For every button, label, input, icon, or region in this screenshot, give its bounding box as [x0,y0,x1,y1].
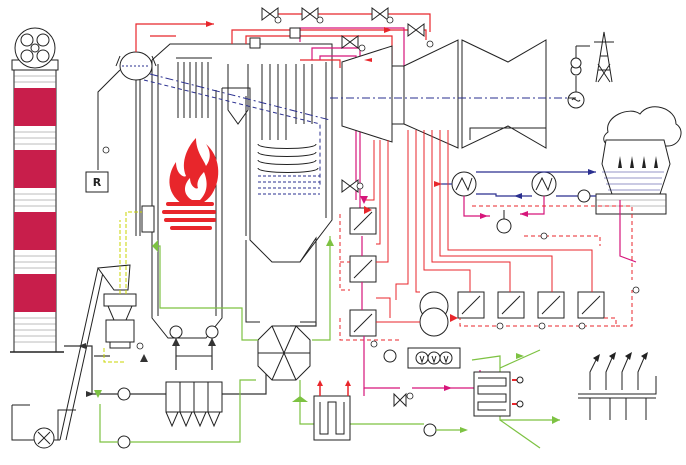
boiler-drum-icon [115,51,157,81]
recirculation-box: R [85,171,109,193]
fan-icon [117,387,437,449]
air-preheater-icon [257,325,311,381]
drain-lines [339,205,633,341]
recirculation-box-label: R [93,176,102,189]
fuel-lines [103,211,142,363]
turbine-exhaust [469,127,547,140]
mill-crusher-icon [33,427,55,449]
district-heating-header [578,357,657,420]
flow-arrows [78,21,596,433]
economizer-coils [258,175,320,195]
flame-icon [162,138,219,230]
air-lines [99,236,560,449]
valve-markers [102,16,640,400]
cw-pump-icon [496,189,591,234]
cooling-tower-icon [595,106,682,215]
deaerator-icon [419,291,449,337]
extraction-lines [364,130,593,323]
coal-conveyor [11,264,131,441]
feedwater-heater-icon [349,207,605,337]
coal-mill-icon [103,293,137,349]
electrostatic-precipitator-icon [165,381,223,428]
heat-exchanger-icon [313,371,511,441]
burner-row [141,205,155,233]
condenser-icon [451,171,557,197]
heating-arrows [317,376,524,408]
valve-row-top [249,7,425,408]
consumer-arrows [593,352,648,362]
feedwater-dashed-line [143,79,321,186]
generator-icon [567,45,590,109]
turbine-icon [341,39,547,149]
superheater-panels [176,57,319,173]
transmission-tower-icon [594,31,614,83]
turbine-shaft [149,73,568,121]
pump-icon [383,347,461,369]
chimney-icon [10,27,64,353]
